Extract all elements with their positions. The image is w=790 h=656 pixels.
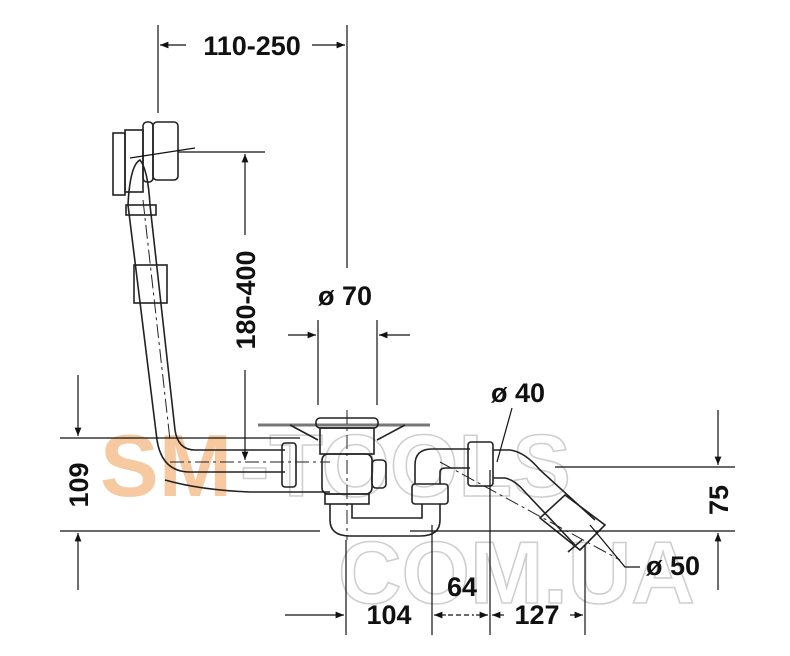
outlet-elbow [439, 441, 621, 561]
watermark-sm: SM [100, 416, 232, 515]
dim-label-diameter-40: ø 40 [491, 378, 545, 408]
dim-label-104: 104 [366, 600, 411, 630]
watermark-tools: -TOOLS [240, 416, 571, 515]
dimension-diameter-70: ø 70 [288, 281, 410, 405]
watermark: SM -TOOLS COM.UA [100, 415, 696, 623]
dimension-diameter-50: ø 50 [589, 524, 700, 581]
drain-assembly [258, 410, 470, 540]
overflow-head [112, 121, 196, 206]
dim-label-64: 64 [447, 572, 477, 602]
dimension-75: 75 [410, 410, 735, 590]
dim-label-110-250: 110-250 [203, 31, 301, 61]
overflow-pipe [125, 199, 330, 493]
dimension-diameter-40: ø 40 [491, 378, 545, 463]
dim-label-109: 109 [64, 462, 94, 507]
dimension-109: 109 [60, 375, 320, 590]
dimension-bottom-chain: 104 64 127 [285, 470, 586, 635]
dim-label-diameter-70: ø 70 [318, 281, 372, 311]
dim-label-180-400: 180-400 [231, 250, 261, 349]
dim-label-75: 75 [704, 485, 734, 515]
dim-label-diameter-50: ø 50 [646, 551, 700, 581]
dim-label-127: 127 [514, 600, 559, 630]
watermark-domain: COM.UA [338, 523, 695, 622]
dimension-110-250: 110-250 [157, 25, 348, 268]
dimension-180-400: 180-400 [178, 151, 265, 460]
